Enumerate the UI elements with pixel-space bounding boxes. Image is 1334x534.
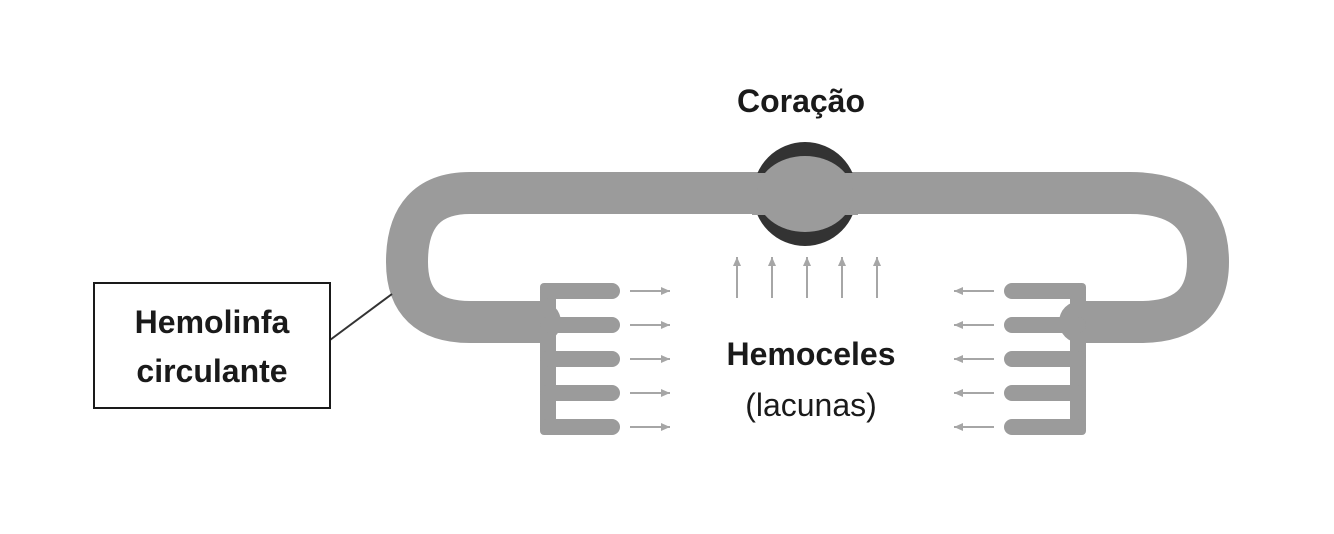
hemocoel-label: Hemoceles [727, 336, 896, 372]
left-vessel-branches [540, 283, 620, 435]
heart-core [757, 156, 853, 232]
callout-leader-line [330, 294, 392, 340]
right-inflow-arrows [954, 291, 994, 427]
hemolymph-label-line2: circulante [136, 353, 287, 389]
hemolymph-label-line1: Hemolinfa [135, 304, 290, 340]
upward-arrows [737, 257, 877, 298]
left-outflow-arrows [630, 291, 670, 427]
right-vessel-branches [1004, 283, 1086, 435]
hemolymph-callout: Hemolinfa circulante [94, 283, 392, 408]
heart-label: Coração [737, 83, 865, 119]
heart [752, 142, 858, 246]
callout-box [94, 283, 330, 408]
hemocoel-sublabel: (lacunas) [745, 387, 877, 423]
